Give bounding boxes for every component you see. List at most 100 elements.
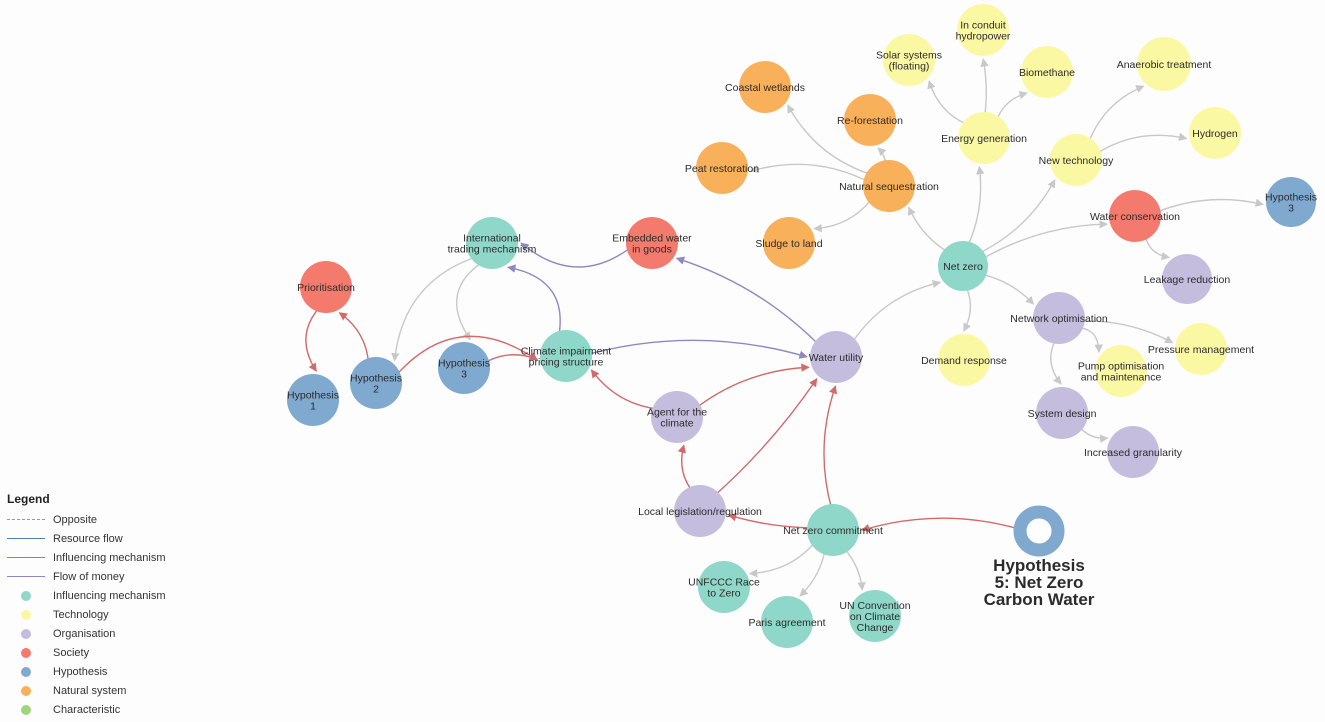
node-conduit-circle[interactable] <box>957 4 1009 56</box>
node-energy[interactable]: Energy generation <box>941 112 1027 164</box>
node-embedded-circle[interactable] <box>626 217 678 269</box>
node-biomethane[interactable]: Biomethane <box>1019 46 1075 98</box>
node-anaerobic-label-1: Anaerobic treatment <box>1117 59 1212 71</box>
edge-agent-to-utility <box>691 363 810 413</box>
legend-item-9: Hypothesis <box>7 662 207 681</box>
node-climate-label-2: pricing structure <box>529 357 604 369</box>
node-intl-circle[interactable] <box>466 217 518 269</box>
edge-prior-to-hyp1 <box>305 301 325 372</box>
edge-climate-to-utility <box>581 339 808 359</box>
node-anaerobic-circle[interactable] <box>1137 37 1191 91</box>
node-hyp2-label-2: 2 <box>373 384 379 396</box>
node-sysdesign[interactable]: System design <box>1028 387 1097 439</box>
node-energy-circle[interactable] <box>958 112 1010 164</box>
legend-dot-swatch <box>21 628 31 639</box>
legend-item-8: Society <box>7 643 207 662</box>
node-climate-circle[interactable] <box>540 330 592 382</box>
legend-line-swatch <box>7 519 45 520</box>
node-granular-circle[interactable] <box>1107 426 1159 478</box>
node-sludge-circle[interactable] <box>763 217 815 269</box>
edge-hyp2-to-climate <box>390 335 538 382</box>
node-leakage-circle[interactable] <box>1162 254 1212 304</box>
legend-item-label: Hypothesis <box>53 665 108 678</box>
node-demand-circle[interactable] <box>938 334 990 386</box>
node-solar[interactable]: Solar systems(floating) <box>876 34 942 86</box>
edge-hyp5-to-nzcommit <box>861 517 1027 533</box>
node-netopt-circle[interactable] <box>1033 292 1085 344</box>
node-pump-circle[interactable] <box>1095 345 1147 397</box>
node-hyp2-label-1: Hypothesis <box>350 373 402 385</box>
legend-title: Legend <box>7 492 50 506</box>
node-hydrogen-circle[interactable] <box>1189 107 1241 159</box>
node-natseq-circle[interactable] <box>863 160 915 212</box>
node-granular[interactable]: Increased granularity <box>1084 426 1183 478</box>
node-conduit-label-2: hydropower <box>956 31 1011 43</box>
node-pressure[interactable]: Pressure management <box>1148 323 1254 375</box>
node-waterconv-circle[interactable] <box>1109 190 1161 242</box>
node-paris-circle[interactable] <box>761 596 813 648</box>
node-biomethane-circle[interactable] <box>1021 46 1073 98</box>
node-unfccc-circle[interactable] <box>698 561 750 613</box>
node-newtech-circle[interactable] <box>1050 134 1102 186</box>
node-reforest[interactable]: Re-forestation <box>837 94 903 146</box>
node-prior-circle[interactable] <box>300 261 352 313</box>
node-sludge[interactable]: Sludge to land <box>755 217 823 269</box>
node-utility[interactable]: Water utility <box>809 331 864 383</box>
node-waterconv[interactable]: Water conservation <box>1090 190 1180 242</box>
node-nzcommit-circle[interactable] <box>807 504 859 556</box>
node-hyp3l-circle[interactable] <box>438 342 490 394</box>
node-coastal[interactable]: Coastal wetlands <box>725 61 805 113</box>
node-sysdesign-circle[interactable] <box>1036 387 1088 439</box>
node-netopt[interactable]: Network optimisation <box>1010 292 1108 344</box>
node-hyp5-circle[interactable] <box>1013 505 1065 557</box>
edge-embedded-to-intl <box>520 242 637 268</box>
edge-utility-to-netzero <box>848 279 942 349</box>
node-solar-circle[interactable] <box>883 34 935 86</box>
node-peat[interactable]: Peat restoration <box>685 142 759 194</box>
node-peat-circle[interactable] <box>696 142 748 194</box>
node-paris[interactable]: Paris agreement <box>748 596 826 648</box>
legend-dot-swatch <box>21 685 31 696</box>
node-unconv-circle[interactable] <box>849 590 901 642</box>
node-leakage[interactable]: Leakage reduction <box>1144 254 1231 304</box>
node-utility-circle[interactable] <box>810 331 862 383</box>
node-newtech[interactable]: New technology <box>1039 134 1114 186</box>
node-natseq-label-1: Natural sequestration <box>839 181 939 193</box>
node-netzero[interactable]: Net zero <box>938 241 988 291</box>
legend-item-label: Resource flow <box>53 532 123 545</box>
node-hyp2-circle[interactable] <box>350 357 402 409</box>
node-prior-label-1: Prioritisation <box>297 282 355 294</box>
node-hyp1-label-2: 1 <box>310 401 316 413</box>
node-local-label-1: Local legislation/regulation <box>638 506 762 518</box>
node-hyp3r-circle[interactable] <box>1266 177 1316 227</box>
node-pressure-circle[interactable] <box>1175 323 1227 375</box>
node-local[interactable]: Local legislation/regulation <box>638 485 762 537</box>
node-netzero-circle[interactable] <box>938 241 988 291</box>
node-agent-circle[interactable] <box>651 391 703 443</box>
node-coastal-circle[interactable] <box>739 61 791 113</box>
edge-natseq-to-sludge <box>813 193 877 233</box>
node-nzcommit[interactable]: Net zero commitment <box>783 504 883 556</box>
legend-item-label: Characteristic <box>53 703 121 716</box>
node-hydrogen[interactable]: Hydrogen <box>1189 107 1241 159</box>
node-prior[interactable]: Prioritisation <box>297 261 355 313</box>
node-anaerobic[interactable]: Anaerobic treatment <box>1117 37 1212 91</box>
node-reforest-circle[interactable] <box>844 94 896 146</box>
node-natseq[interactable]: Natural sequestration <box>839 160 939 212</box>
node-demand[interactable]: Demand response <box>921 334 1007 386</box>
node-local-circle[interactable] <box>674 485 726 537</box>
node-hyp1-circle[interactable] <box>287 374 339 426</box>
